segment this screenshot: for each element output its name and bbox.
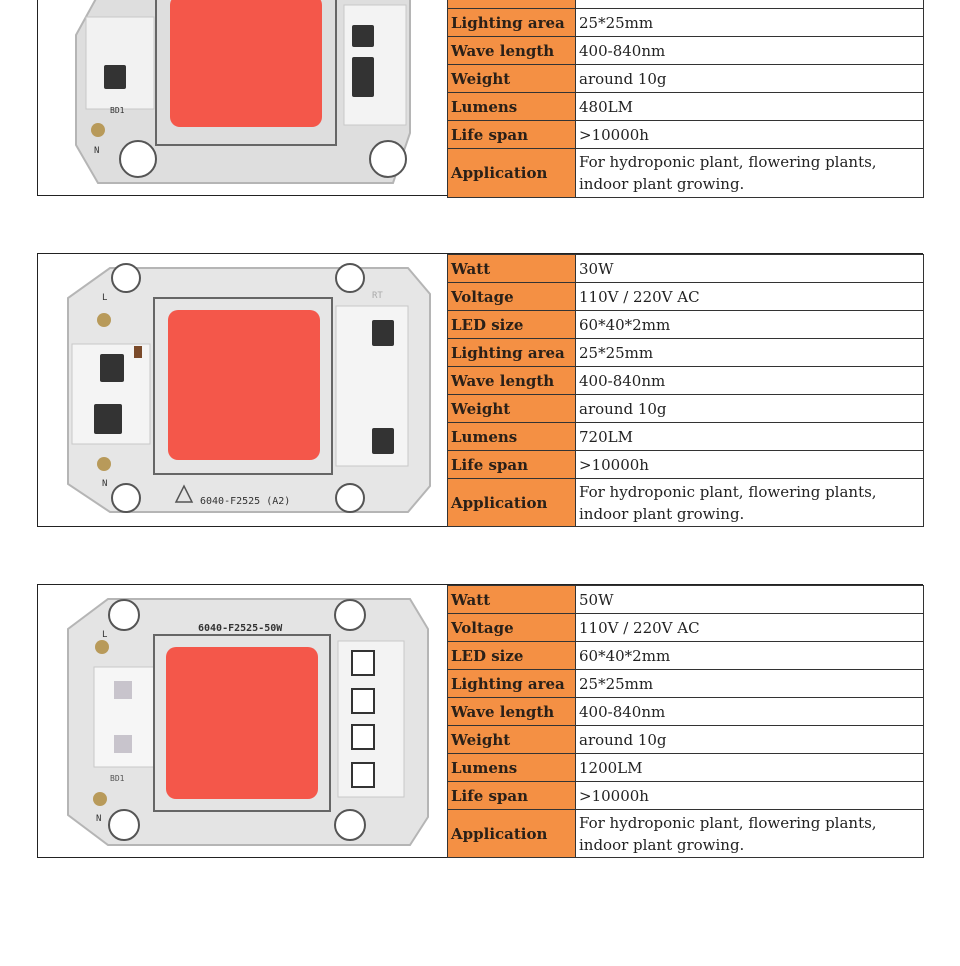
spec-label: Life span — [447, 781, 576, 810]
cob-led-chip-image: 6040-F2525-50W L BD1 N — [67, 598, 429, 846]
spec-label: LED size — [447, 310, 576, 339]
spec-value: 25*25mm — [575, 338, 924, 367]
cob-led-chip-image: RT L N 6040-F2525 (A2) — [67, 263, 431, 513]
spec-label: Watt — [447, 254, 576, 283]
spec-value: around 10g — [575, 725, 924, 754]
spec-label: Application — [447, 148, 576, 198]
spec-label: Application — [447, 478, 576, 527]
spec-value: >10000h — [575, 781, 924, 810]
chip-model-label: 6040-F2525-50W — [198, 623, 283, 634]
spec-value: around 10g — [575, 394, 924, 423]
spec-label: Lighting area — [447, 669, 576, 698]
spec-label: Lumens — [447, 753, 576, 782]
spec-label: Wave length — [447, 36, 576, 65]
cob-led-photo: BD1 N — [38, 0, 447, 195]
spec-label: Lighting area — [447, 338, 576, 367]
spec-value: 400-840nm — [575, 697, 924, 726]
spec-value: 50W — [575, 585, 924, 614]
pin-n-label: N — [96, 814, 101, 824]
pin-n-label: N — [102, 479, 107, 489]
cob-led-photo: RT L N 6040-F2525 (A2) — [38, 254, 447, 526]
spec-value: For hydroponic plant, flowering plants, … — [575, 478, 924, 527]
pin-l-label: L — [102, 630, 107, 640]
spec-value: >10000h — [575, 120, 924, 149]
pin-n-label: N — [94, 146, 99, 156]
spec-value: For hydroponic plant, flowering plants, … — [575, 148, 924, 198]
spec-label: Weight — [447, 64, 576, 93]
spec-value: 60*40*2mm — [575, 641, 924, 670]
spec-label: Life span — [447, 450, 576, 479]
spec-value: For hydroponic plant, flowering plants, … — [575, 809, 924, 858]
spec-label: Life span — [447, 120, 576, 149]
spec-value: 1200LM — [575, 753, 924, 782]
pin-l-label: L — [102, 293, 107, 303]
spec-value: 60*40*2mm — [575, 310, 924, 339]
chip-silk-label: BD1 — [110, 106, 125, 115]
spec-value: 110V / 220V AC — [575, 613, 924, 642]
spec-value: 480LM — [575, 92, 924, 121]
spec-value: >10000h — [575, 450, 924, 479]
spec-label: LED size — [447, 641, 576, 670]
rt-label: RT — [372, 291, 383, 301]
spec-label: Weight — [447, 725, 576, 754]
spec-value: 30W — [575, 254, 924, 283]
spec-label: Wave length — [447, 366, 576, 395]
cob-led-photo: 6040-F2525-50W L BD1 N — [38, 585, 447, 857]
spec-value: 400-840nm — [575, 366, 924, 395]
spec-label: Lighting area — [447, 8, 576, 37]
spec-label: Application — [447, 809, 576, 858]
spec-value: 720LM — [575, 422, 924, 451]
spec-label: Lumens — [447, 422, 576, 451]
spec-label: Wave length — [447, 697, 576, 726]
spec-label: Watt — [447, 585, 576, 614]
chip-model-label: 6040-F2525 (A2) — [200, 496, 290, 507]
spec-value: 25*25mm — [575, 669, 924, 698]
spec-value: 400-840nm — [575, 36, 924, 65]
warning-icon — [174, 484, 194, 503]
spec-value: around 10g — [575, 64, 924, 93]
spec-label: Voltage — [447, 282, 576, 311]
spec-value: 25*25mm — [575, 8, 924, 37]
spec-label: Weight — [447, 394, 576, 423]
spec-value: 110V / 220V AC — [575, 282, 924, 311]
spec-label: Voltage — [447, 613, 576, 642]
cob-led-chip-image: BD1 N — [75, 0, 411, 184]
spec-label: Lumens — [447, 92, 576, 121]
chip-silk-label: BD1 — [110, 774, 125, 783]
